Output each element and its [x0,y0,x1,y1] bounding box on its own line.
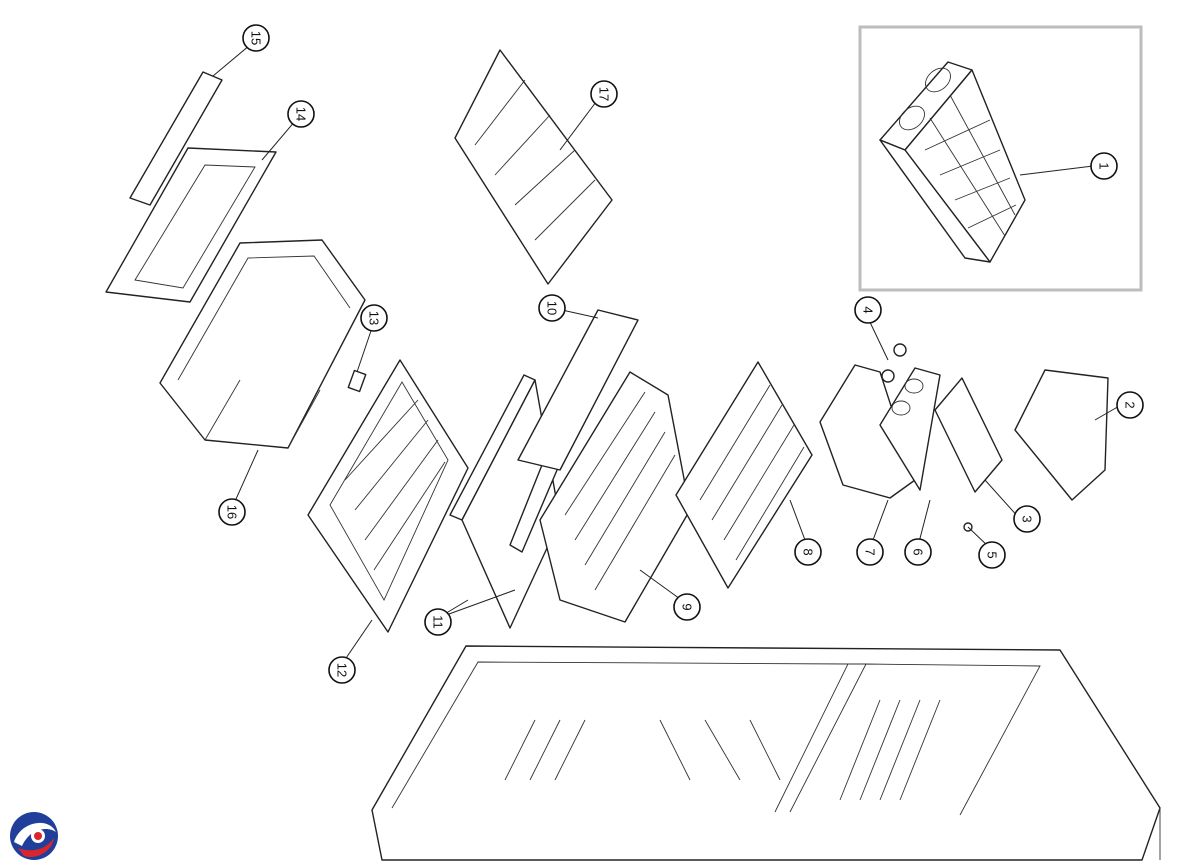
callout-14: 14 [287,100,315,128]
svg-text:9: 9 [680,603,695,610]
clip-part [347,369,367,393]
callout-12: 12 [328,656,356,684]
callout-7: 7 [856,538,884,566]
glass-plate-part [454,49,613,285]
svg-text:3: 3 [1020,515,1035,522]
callout-8: 8 [794,538,822,566]
svg-text:7: 7 [863,548,878,555]
svg-text:16: 16 [225,505,240,519]
callout-10: 10 [538,294,566,322]
glass-shelf-frame-part [307,359,469,633]
cover-plate-part [517,309,639,471]
callout-5: 5 [978,541,1006,569]
callout-13: 13 [360,304,388,332]
refrigerator-cabinet-part [371,645,1161,861]
brand-logo-icon [10,812,58,860]
svg-text:12: 12 [335,663,350,677]
callout-9: 9 [673,593,701,621]
svg-text:2: 2 [1123,401,1138,408]
callout-16: 16 [218,498,246,526]
callout-17: 17 [590,80,618,108]
callout-4: 4 [854,296,882,324]
callout-6: 6 [904,538,932,566]
svg-text:8: 8 [801,548,816,555]
svg-text:5: 5 [985,551,1000,558]
callout-15: 15 [242,24,270,52]
svg-text:14: 14 [294,107,309,121]
svg-text:17: 17 [597,87,612,101]
callout-11: 11 [424,608,452,636]
svg-text:6: 6 [911,548,926,555]
callout-1: 1 [1090,152,1118,180]
ice-tray-assembly-part [879,61,1026,263]
svg-text:4: 4 [861,306,876,313]
door-rail-part [129,71,223,206]
svg-text:1: 1 [1097,162,1112,169]
crisper-cover-frame-part [105,147,277,303]
callout-3: 3 [1013,505,1041,533]
callout-2: 2 [1116,391,1144,419]
svg-text:11: 11 [431,615,446,629]
ice-maker-assembly-part [819,343,1109,532]
svg-text:13: 13 [367,311,382,325]
crisper-drawer-part [159,239,366,449]
svg-text:15: 15 [249,31,264,45]
svg-text:10: 10 [545,301,560,315]
wire-shelf-part [675,361,813,589]
